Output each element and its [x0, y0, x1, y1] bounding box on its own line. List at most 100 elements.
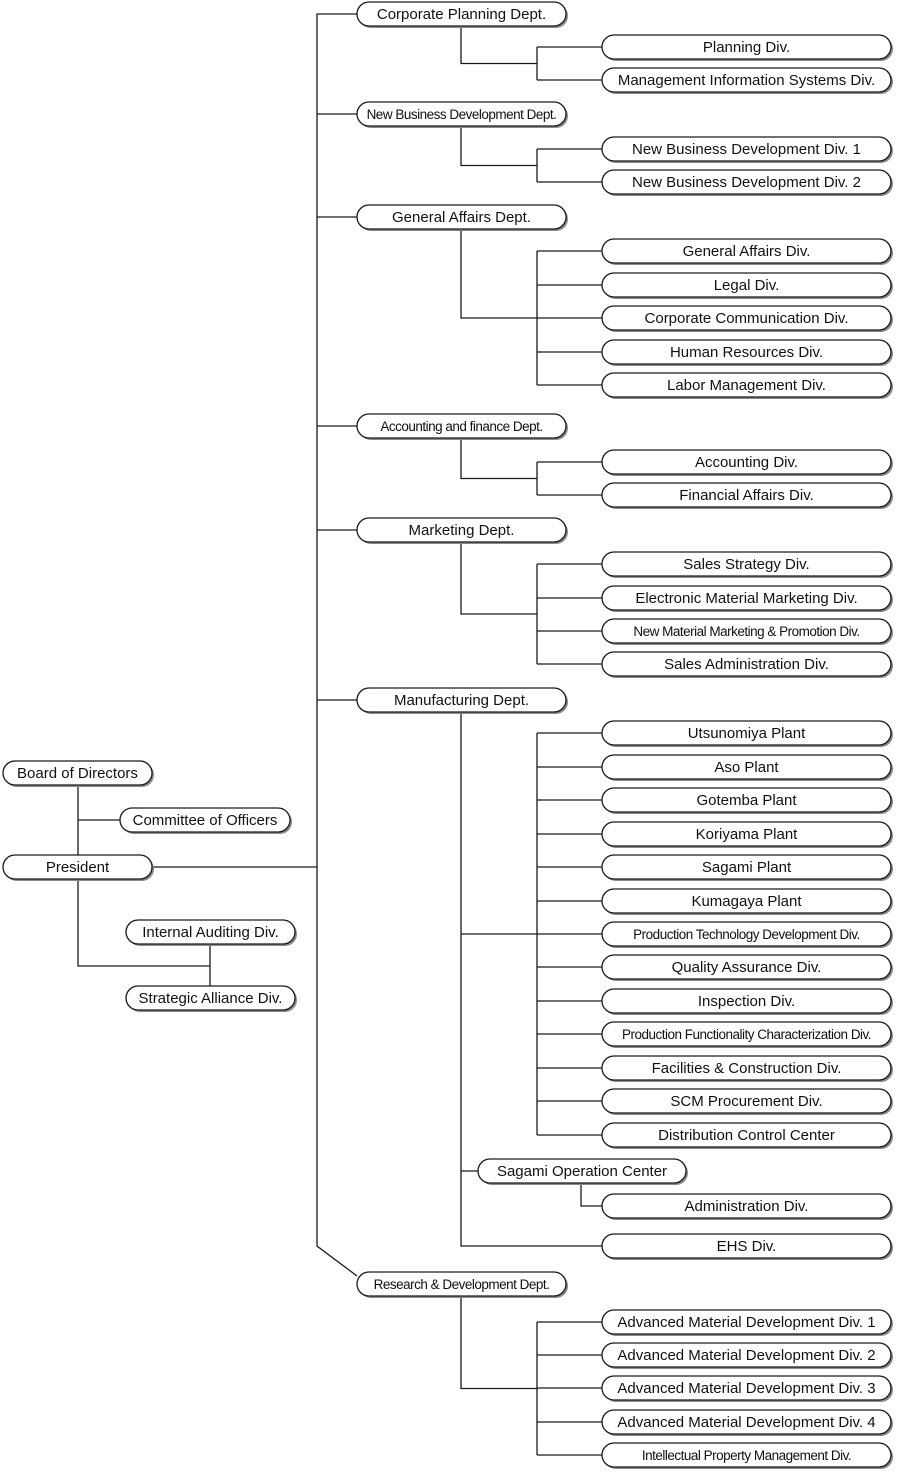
strategic-alliance-box: Strategic Alliance Div. — [125, 985, 297, 1012]
node-box — [601, 585, 892, 611]
node-label: Inspection Div. — [698, 993, 795, 1010]
node-label: Aso Plant — [714, 759, 779, 776]
node-label: Labor Management Div. — [667, 377, 826, 394]
division-box: Labor Management Div. — [601, 372, 893, 399]
division-box: Utsunomiya Plant — [601, 720, 893, 747]
division-box: Facilities & Construction Div. — [601, 1055, 893, 1082]
node-label: Kumagaya Plant — [691, 893, 802, 910]
node-label: Quality Assurance Div. — [672, 959, 822, 976]
node-label: Committee of Officers — [133, 812, 278, 829]
node-label: President — [46, 859, 110, 876]
board-of-directors-box: Board of Directors — [2, 760, 154, 787]
node-label: Distribution Control Center — [658, 1127, 835, 1144]
division-box: Production Technology Development Div. — [601, 921, 893, 948]
node-label: EHS Div. — [717, 1238, 777, 1255]
node-label: Sagami Operation Center — [497, 1163, 667, 1180]
node-box — [601, 67, 892, 93]
node-box — [356, 204, 567, 230]
node-box — [601, 272, 892, 298]
node-label: Marketing Dept. — [409, 522, 515, 539]
node-box — [601, 754, 892, 780]
division-box: Sales Administration Div. — [601, 651, 893, 678]
node-label: Sagami Plant — [702, 859, 792, 876]
node-label: Accounting Div. — [695, 454, 798, 471]
node-box — [119, 807, 291, 833]
node-box — [601, 888, 892, 914]
node-label: Financial Affairs Div. — [679, 487, 814, 504]
division-box: Advanced Material Development Div. 1 — [601, 1309, 893, 1336]
division-box: Legal Div. — [601, 272, 893, 299]
president-staff-line — [77, 879, 210, 967]
department-box: Corporate Planning Dept. — [356, 1, 568, 28]
division-box: Planning Div. — [601, 34, 893, 61]
node-box — [601, 1055, 892, 1081]
division-box: General Affairs Div. — [601, 238, 893, 265]
node-label: Advanced Material Development Div. 3 — [617, 1380, 875, 1397]
department-box: Research & Development Dept. — [356, 1271, 568, 1298]
node-box — [601, 238, 892, 264]
node-label: Sales Administration Div. — [664, 656, 829, 673]
president-box: President — [2, 854, 154, 881]
division-box: Accounting Div. — [601, 449, 893, 476]
division-box: Advanced Material Development Div. 3 — [601, 1375, 893, 1402]
node-box — [601, 1122, 892, 1148]
node-label: Planning Div. — [703, 39, 790, 56]
division-box: Management Information Systems Div. — [601, 67, 893, 94]
node-box — [601, 854, 892, 880]
committee-of-officers-box: Committee of Officers — [119, 807, 292, 834]
node-label: New Business Development Div. 1 — [632, 141, 861, 158]
node-box — [356, 1, 567, 27]
node-label: Koriyama Plant — [696, 826, 799, 843]
node-box — [601, 1409, 892, 1435]
node-box — [601, 1375, 892, 1401]
division-box: New Business Development Div. 1 — [601, 136, 893, 163]
node-box — [601, 1442, 892, 1468]
node-label: General Affairs Dept. — [392, 209, 531, 226]
node-label: Sales Strategy Div. — [683, 556, 809, 573]
node-label: Advanced Material Development Div. 4 — [617, 1414, 875, 1431]
node-label: Production Functionality Characterizatio… — [622, 1027, 871, 1042]
division-box: Human Resources Div. — [601, 339, 893, 366]
node-label: Facilities & Construction Div. — [652, 1060, 842, 1077]
node-label: Administration Div. — [685, 1198, 809, 1215]
division-box: Sagami Plant — [601, 854, 893, 881]
department-box: Marketing Dept. — [356, 517, 568, 544]
dept-stem-line — [460, 126, 537, 167]
internal-auditing-box: Internal Auditing Div. — [125, 919, 297, 946]
node-box — [356, 101, 567, 127]
dept-stem-line — [460, 712, 602, 1247]
node-label: Legal Div. — [714, 277, 780, 294]
node-label: New Business Development Div. 2 — [632, 174, 861, 191]
dept-stem-line — [460, 438, 537, 480]
dept-stem-line — [460, 26, 537, 65]
division-box: Inspection Div. — [601, 988, 893, 1015]
dept-stem-line — [460, 542, 537, 615]
node-box — [477, 1158, 687, 1184]
node-box — [601, 169, 892, 195]
node-box — [125, 919, 296, 945]
node-box — [601, 787, 892, 813]
node-box — [601, 618, 892, 644]
node-label: General Affairs Div. — [683, 243, 811, 260]
administration-division-box: Administration Div. — [601, 1193, 893, 1220]
node-box — [601, 651, 892, 677]
node-box — [601, 988, 892, 1014]
sagami-operation-center-box: Sagami Operation Center — [477, 1158, 688, 1185]
division-box: Quality Assurance Div. — [601, 954, 893, 981]
node-box — [601, 34, 892, 60]
node-label: New Material Marketing & Promotion Div. — [633, 624, 859, 639]
node-box — [601, 449, 892, 475]
node-box — [356, 517, 567, 543]
division-box: Gotemba Plant — [601, 787, 893, 814]
department-box: General Affairs Dept. — [356, 204, 568, 231]
division-box: Production Functionality Characterizatio… — [601, 1021, 893, 1048]
node-box — [601, 136, 892, 162]
division-box: Kumagaya Plant — [601, 888, 893, 915]
node-label: Utsunomiya Plant — [688, 725, 806, 742]
node-box — [601, 305, 892, 331]
node-box — [125, 985, 296, 1011]
division-box: New Material Marketing & Promotion Div. — [601, 618, 893, 645]
division-box: Intellectual Property Management Div. — [601, 1442, 893, 1469]
node-label: Advanced Material Development Div. 1 — [617, 1314, 875, 1331]
